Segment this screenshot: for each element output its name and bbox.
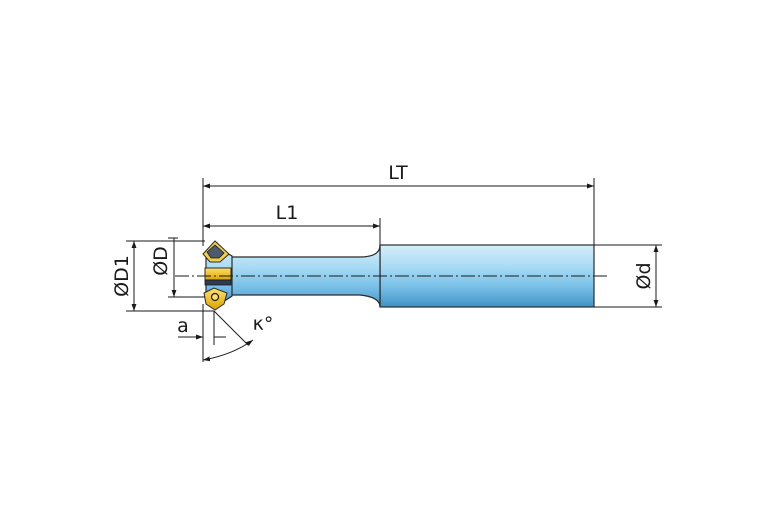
label-D1: ØD1	[111, 255, 133, 297]
label-kappa: κ°	[253, 313, 274, 335]
dimension-D: ØD	[150, 238, 177, 297]
dimension-L1: L1	[203, 202, 380, 229]
dimension-a: a	[177, 315, 226, 340]
dimension-D1: ØD1	[111, 241, 137, 311]
label-d: Ød	[633, 262, 655, 289]
label-D: ØD	[150, 246, 172, 276]
label-L1: L1	[276, 202, 299, 224]
insert-screw-icon	[210, 292, 220, 302]
dimension-LT: LT	[203, 162, 594, 189]
upper-insert-seat	[206, 244, 225, 259]
label-a: a	[177, 315, 189, 337]
tool-body	[175, 240, 608, 311]
label-LT: LT	[388, 162, 408, 184]
extension-lines	[126, 178, 662, 362]
dimension-kappa: κ°	[202, 313, 274, 362]
dimension-d: Ød	[633, 245, 659, 307]
middle-insert-band	[204, 279, 232, 286]
middle-insert	[204, 267, 232, 281]
